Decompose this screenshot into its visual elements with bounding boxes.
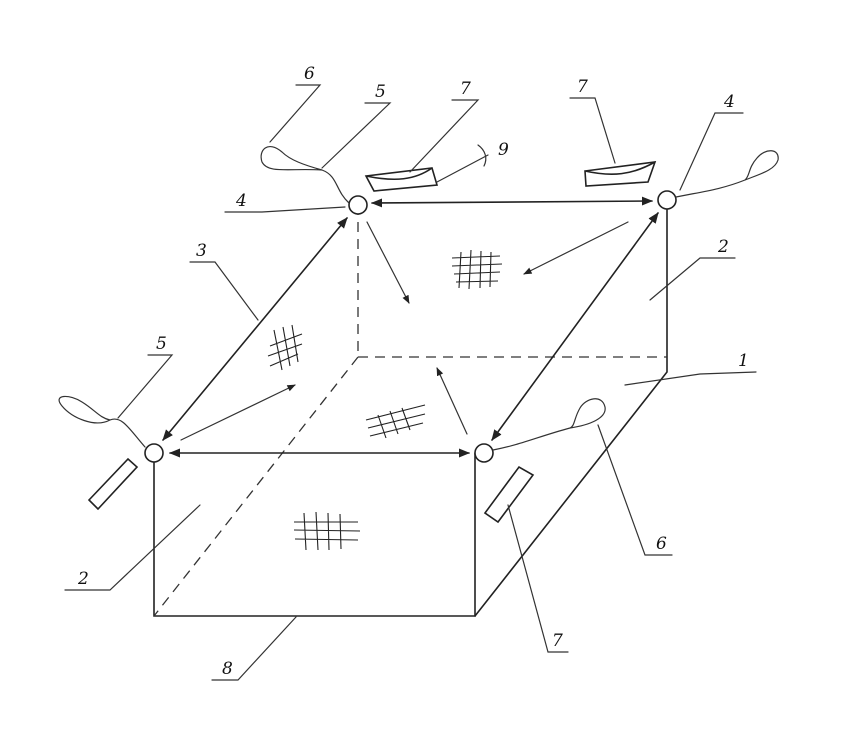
- rope-top-left: [162, 217, 348, 441]
- box-outline: [153, 199, 668, 617]
- lanyard-back-left: [260, 146, 350, 204]
- label-2-right: 2: [717, 237, 729, 257]
- label-7-bottom: 7: [552, 631, 563, 651]
- net-direction-arrows: [180, 221, 629, 441]
- leader-3: [189, 261, 259, 321]
- right-face-edges: [474, 199, 668, 617]
- leader-4b: [679, 112, 744, 191]
- ring-front-right: [474, 443, 494, 463]
- label-5-left: 5: [156, 334, 167, 354]
- leader-2b: [649, 257, 736, 301]
- leader-6b: [597, 424, 673, 556]
- float-top-right: [584, 161, 657, 187]
- rope-top-right: [491, 212, 659, 441]
- corner-rings: [144, 190, 677, 463]
- ring-front-left: [144, 443, 164, 463]
- label-6-right: 6: [656, 534, 667, 554]
- arrow-inner-1: [366, 221, 410, 304]
- hidden-edges: [153, 205, 667, 617]
- label-3: 3: [196, 241, 207, 261]
- float-top-left: [364, 167, 439, 192]
- arrow-inner-4: [436, 367, 468, 435]
- label-8: 8: [222, 659, 233, 679]
- leader-7c: [507, 504, 569, 653]
- front-face-edges: [153, 452, 476, 617]
- leader-9: [436, 154, 489, 183]
- lanyards: [58, 146, 779, 451]
- ropes: [162, 196, 659, 458]
- label-2-front: 2: [77, 569, 89, 589]
- mesh-top: [451, 249, 503, 290]
- hidden-diagonal-edge: [153, 356, 359, 617]
- net-mesh: [267, 249, 503, 551]
- rope-top-back: [370, 196, 654, 208]
- leader-2a: [64, 504, 201, 591]
- leader-lines: [64, 84, 757, 681]
- leader-5b: [117, 354, 174, 419]
- label-4-right: 4: [723, 92, 735, 112]
- lanyard-front-right: [492, 398, 606, 451]
- label-4-left: 4: [235, 191, 247, 211]
- ring-back-right: [657, 190, 677, 210]
- arrow-inner-3: [180, 384, 296, 441]
- leader-5a: [321, 102, 392, 169]
- label-6-top: 6: [304, 64, 315, 84]
- leader-7a: [409, 99, 480, 173]
- label-1: 1: [738, 351, 749, 371]
- leader-4a: [224, 206, 346, 213]
- leader-7b: [569, 97, 616, 164]
- leader-1: [624, 371, 757, 386]
- float-hook: [477, 144, 487, 167]
- leader-6a: [269, 84, 322, 143]
- mesh-left-face: [267, 324, 303, 371]
- floats: [87, 144, 657, 524]
- mesh-bottom: [365, 404, 426, 439]
- mesh-front-face: [293, 511, 361, 551]
- float-front-left: [87, 457, 139, 511]
- label-9: 9: [498, 140, 509, 160]
- label-7-top-right: 7: [577, 77, 588, 97]
- reference-numerals: 1 2 2 3 4 4 5 5 6 6 7 7 7 8 9: [77, 64, 749, 679]
- lanyard-back-right: [675, 150, 779, 198]
- arrow-inner-2: [523, 221, 629, 275]
- float-front-right: [483, 465, 535, 524]
- ring-back-left: [348, 195, 368, 215]
- label-5-top: 5: [375, 82, 386, 102]
- lanyard-front-left: [58, 395, 146, 448]
- leader-8: [211, 616, 297, 681]
- label-7-top-left: 7: [460, 79, 471, 99]
